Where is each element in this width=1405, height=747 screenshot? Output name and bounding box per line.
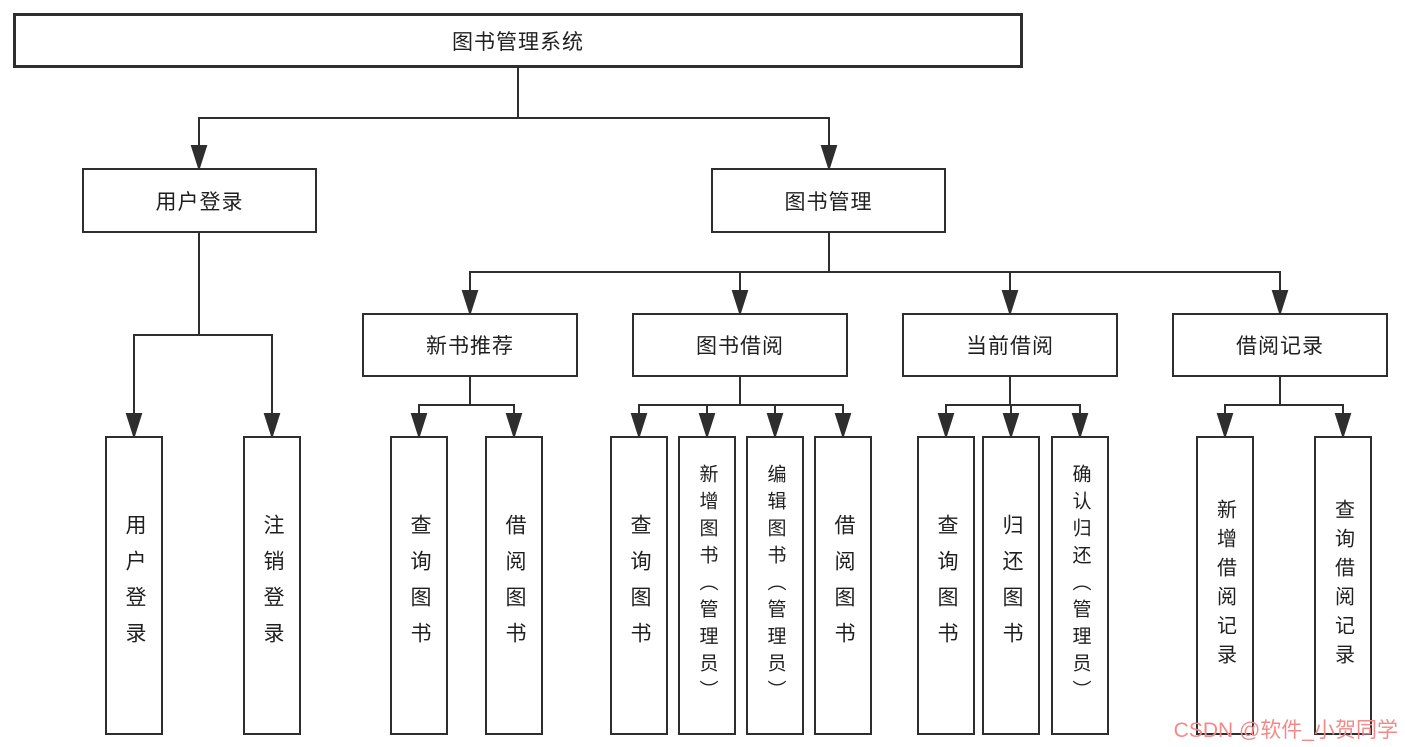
node-root-system: 图书管理系统 bbox=[13, 13, 1023, 68]
node-book-borrow: 图书借阅 bbox=[632, 313, 848, 377]
leaf-query-borrow-record-label: 查询借阅记录 bbox=[1331, 498, 1354, 673]
leaf-query-books-current-label: 查询图书 bbox=[935, 513, 958, 658]
leaf-query-books-borrow: 查询图书 bbox=[610, 436, 668, 735]
leaf-borrow-books-recommend-label: 借阅图书 bbox=[503, 513, 526, 658]
node-new-book-recommend: 新书推荐 bbox=[362, 313, 578, 377]
leaf-add-books-admin: 新增图书（管理员） bbox=[678, 436, 736, 735]
leaf-logout-label: 注销登录 bbox=[261, 513, 284, 658]
leaf-add-books-admin-label: 新增图书（管理员） bbox=[696, 464, 718, 707]
leaf-borrow-books: 借阅图书 bbox=[814, 436, 872, 735]
node-book-borrow-label: 图书借阅 bbox=[696, 335, 784, 358]
node-root-label: 图书管理系统 bbox=[452, 30, 584, 54]
leaf-query-books-borrow-label: 查询图书 bbox=[628, 513, 651, 658]
node-book-management-label: 图书管理 bbox=[784, 190, 873, 214]
leaf-logout: 注销登录 bbox=[243, 436, 301, 735]
leaf-user-login-label: 用户登录 bbox=[123, 513, 146, 658]
csdn-watermark: CSDN @软件_小贺同学 bbox=[1173, 719, 1398, 742]
leaf-query-borrow-record: 查询借阅记录 bbox=[1314, 436, 1372, 735]
node-user-login-label: 用户登录 bbox=[155, 190, 244, 214]
leaf-add-borrow-record-label: 新增借阅记录 bbox=[1213, 498, 1236, 673]
leaf-query-books-recommend: 查询图书 bbox=[390, 436, 448, 735]
leaf-query-books-recommend-label: 查询图书 bbox=[408, 513, 431, 658]
node-current-borrow: 当前借阅 bbox=[902, 313, 1118, 377]
leaf-confirm-return-admin: 确认归还（管理员） bbox=[1051, 436, 1109, 735]
leaf-edit-books-admin: 编辑图书（管理员） bbox=[746, 436, 804, 735]
node-user-login: 用户登录 bbox=[82, 168, 317, 233]
leaf-edit-books-admin-label: 编辑图书（管理员） bbox=[764, 464, 786, 707]
node-current-borrow-label: 当前借阅 bbox=[966, 335, 1054, 358]
leaf-borrow-books-recommend: 借阅图书 bbox=[485, 436, 543, 735]
leaf-return-books-label: 归还图书 bbox=[1000, 513, 1023, 658]
leaf-confirm-return-admin-label: 确认归还（管理员） bbox=[1069, 464, 1091, 707]
node-book-management: 图书管理 bbox=[711, 168, 946, 233]
leaf-query-books-current: 查询图书 bbox=[917, 436, 975, 735]
node-borrow-records-label: 借阅记录 bbox=[1236, 335, 1324, 358]
leaf-borrow-books-label: 借阅图书 bbox=[832, 513, 855, 658]
node-new-book-recommend-label: 新书推荐 bbox=[426, 335, 514, 358]
leaf-add-borrow-record: 新增借阅记录 bbox=[1196, 436, 1254, 735]
node-borrow-records: 借阅记录 bbox=[1172, 313, 1388, 377]
leaf-return-books: 归还图书 bbox=[982, 436, 1040, 735]
leaf-user-login: 用户登录 bbox=[105, 436, 163, 735]
